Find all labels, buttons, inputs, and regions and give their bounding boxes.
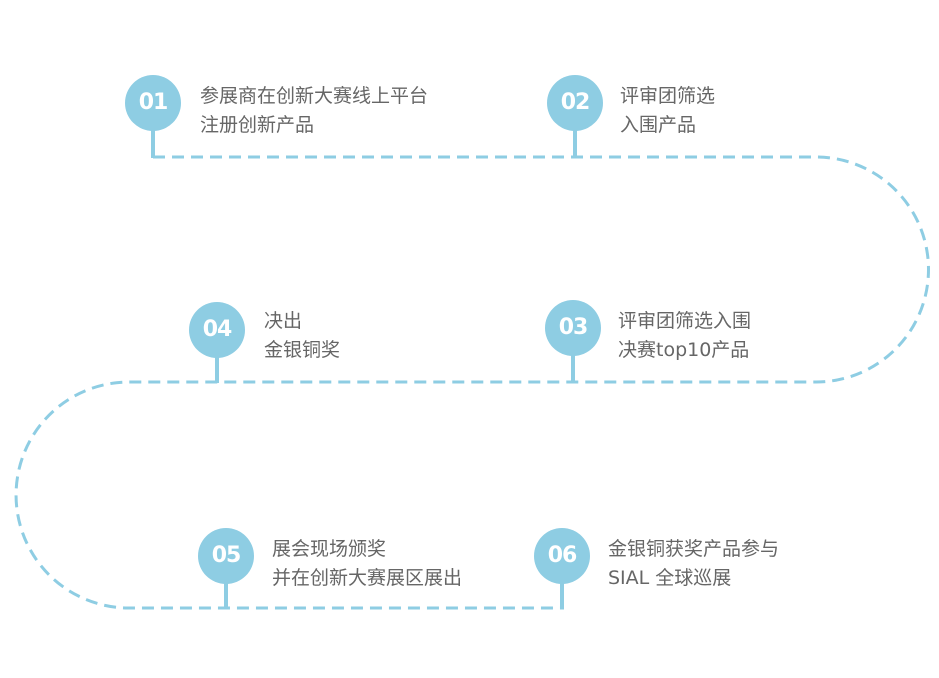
step-label-line2: 并在创新大赛展区展出 [272,567,463,589]
step-stem [151,120,155,158]
step-number-badge: 02 [547,75,603,131]
step-stem [573,120,577,158]
step-label-line1: 参展商在创新大赛线上平台 [200,85,429,107]
step-stem [571,345,575,383]
step-label-line2: 金银铜奖 [264,339,341,361]
step-label: 决出 金银铜奖 [264,307,340,365]
step-number-badge: 03 [545,300,601,356]
step-label: 展会现场颁奖 并在创新大赛展区展出 [272,535,462,593]
step-number-badge: 04 [189,302,245,358]
step-label-line2: 决赛top10产品 [618,339,750,361]
step-label-line2: SIAL 全球巡展 [608,567,732,589]
step-label: 评审团筛选入围 决赛top10产品 [618,307,751,365]
step-number-badge: 06 [534,528,590,584]
step-label-line1: 金银铜获奖产品参与 [608,538,780,560]
step-label-line1: 评审团筛选 [620,85,716,107]
step-number-badge: 05 [198,528,254,584]
step-label: 金银铜获奖产品参与 SIAL 全球巡展 [608,535,779,593]
step-label: 参展商在创新大赛线上平台 注册创新产品 [200,82,428,140]
step-number-badge: 01 [125,75,181,131]
step-label-line2: 注册创新产品 [200,114,315,136]
step-label: 评审团筛选 入围产品 [620,82,715,140]
step-label-line1: 决出 [264,310,303,332]
step-label-line2: 入围产品 [620,114,697,136]
step-stem [560,572,564,609]
step-stem [215,345,219,383]
step-label-line1: 展会现场颁奖 [272,538,387,560]
step-stem [224,572,228,609]
step-label-line1: 评审团筛选入围 [618,310,752,332]
